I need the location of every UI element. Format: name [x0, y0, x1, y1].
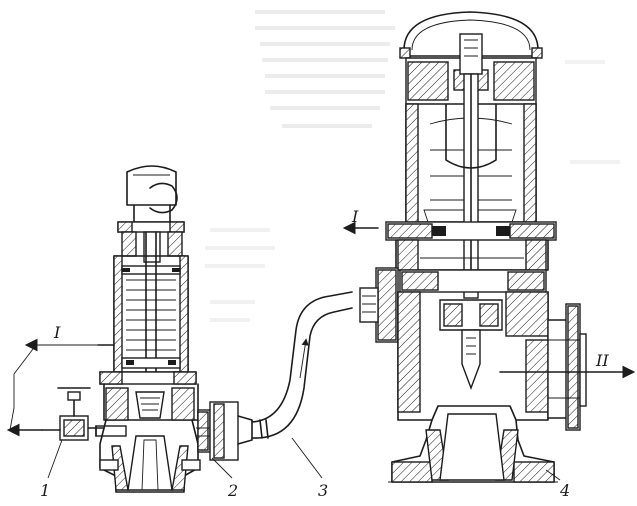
flow-label-out: II: [595, 351, 609, 370]
flow-label-in-right: I: [351, 207, 359, 226]
bleed-through-text: [205, 10, 620, 322]
part-label-2: 2: [227, 481, 238, 500]
part-label-4: 4: [559, 481, 570, 500]
left-outlet-flange: [196, 401, 253, 461]
part-label-3: 3: [318, 481, 328, 500]
part-label-1: 1: [40, 481, 50, 500]
leader-lines: [47, 437, 561, 481]
right-main-valve: [359, 11, 587, 483]
flow-label-in-left: I: [53, 323, 61, 342]
flow-arrows: [6, 221, 636, 437]
left-regulator-valve: [95, 165, 201, 493]
needle-valve: [41, 387, 105, 441]
connecting-pipe: [251, 291, 353, 439]
